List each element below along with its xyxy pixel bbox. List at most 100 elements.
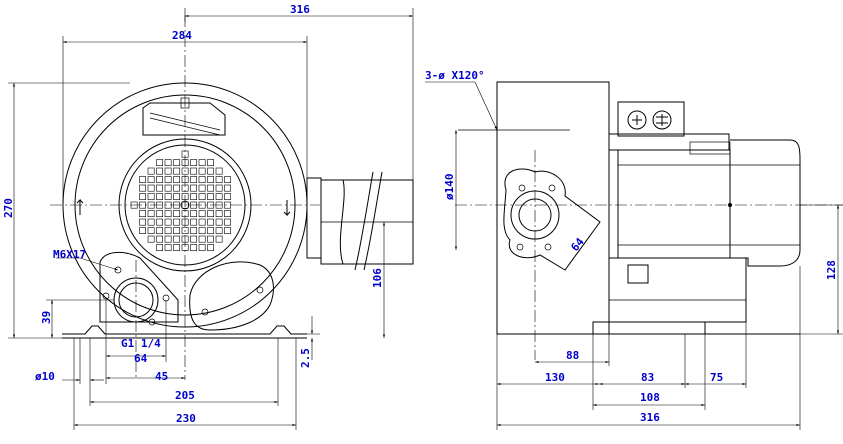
grille-slot bbox=[207, 167, 214, 175]
grille-slot bbox=[147, 184, 155, 192]
dim-108: 108 bbox=[640, 391, 660, 404]
dim-d10: ø10 bbox=[35, 370, 55, 383]
dim-64-side: 64 bbox=[568, 235, 587, 254]
grille-slot bbox=[215, 227, 223, 234]
grille-slot bbox=[198, 227, 206, 234]
grille-slot bbox=[139, 210, 146, 217]
grille-slot bbox=[224, 218, 231, 226]
right-cover bbox=[189, 261, 274, 331]
grille-slot bbox=[198, 176, 206, 183]
lower-housing bbox=[99, 252, 179, 323]
grille-slot bbox=[207, 193, 214, 200]
front-view bbox=[50, 15, 414, 380]
grille-slot bbox=[164, 244, 172, 251]
grille-slot bbox=[164, 235, 172, 243]
grille-slot bbox=[164, 167, 172, 175]
motor bbox=[608, 133, 801, 267]
grille-slot bbox=[139, 193, 146, 200]
dim-316-bottom: 316 bbox=[640, 411, 660, 424]
grille-slot bbox=[190, 159, 197, 166]
grille-slot bbox=[207, 227, 214, 234]
grille-slot bbox=[139, 227, 146, 234]
side-base bbox=[497, 257, 800, 335]
grille-slot bbox=[147, 235, 155, 243]
dim-45: 45 bbox=[155, 370, 168, 383]
grille-slot bbox=[139, 176, 146, 183]
dim-3-holes: 3-ø X120° bbox=[425, 69, 485, 82]
grille-slot bbox=[198, 218, 206, 226]
grille-slot bbox=[224, 227, 231, 234]
dim-m6x17: M6X17 bbox=[53, 248, 86, 261]
dim-d140: ø140 bbox=[443, 174, 456, 201]
grille-slot bbox=[173, 244, 180, 251]
grille-slot bbox=[156, 210, 163, 217]
grille-slot bbox=[207, 210, 214, 217]
grille-slot bbox=[215, 176, 223, 183]
grille-slot bbox=[190, 193, 197, 200]
grille-slot bbox=[173, 193, 180, 200]
grille-slot bbox=[215, 193, 223, 200]
dim-284: 284 bbox=[172, 29, 192, 42]
grille-slot bbox=[173, 176, 180, 183]
grille-slot bbox=[207, 176, 214, 183]
grille-slot bbox=[190, 184, 197, 192]
grille-slot bbox=[198, 210, 206, 217]
grille-slot bbox=[164, 193, 172, 200]
terminal-box-front bbox=[142, 102, 226, 136]
dim-205: 205 bbox=[175, 389, 195, 402]
grille-slot bbox=[164, 210, 172, 217]
grille-slot bbox=[147, 167, 155, 175]
grille-slot bbox=[147, 210, 155, 217]
grille-slot bbox=[173, 218, 180, 226]
grille-slot bbox=[156, 184, 163, 192]
side-view bbox=[455, 81, 843, 360]
cable-gland-1-icon bbox=[627, 110, 647, 130]
grille-slot bbox=[224, 210, 231, 217]
grille-slot bbox=[198, 193, 206, 200]
grille-slot bbox=[173, 159, 180, 166]
grille-slot bbox=[164, 218, 172, 226]
grille-slot bbox=[215, 235, 223, 243]
flange bbox=[503, 150, 601, 360]
base-foot bbox=[62, 325, 307, 335]
dim-106: 106 bbox=[371, 268, 384, 288]
cable-gland-2-icon bbox=[652, 110, 672, 130]
grille-slot bbox=[190, 218, 197, 226]
grille-slot bbox=[156, 159, 163, 166]
grille-slot bbox=[139, 184, 146, 192]
grille-slot bbox=[224, 184, 231, 192]
grille-slot bbox=[147, 218, 155, 226]
grille-slot bbox=[156, 244, 163, 251]
grille-slot bbox=[156, 218, 163, 226]
dim-130: 130 bbox=[545, 371, 565, 384]
grille-slot bbox=[198, 244, 206, 251]
dim-g1-1-4: G1 1/4 bbox=[121, 337, 161, 350]
right-arrow-icon bbox=[283, 200, 291, 217]
grille-slot bbox=[198, 167, 206, 175]
grille-slot bbox=[156, 227, 163, 234]
dim-64-front: 64 bbox=[134, 352, 148, 365]
grille-slot bbox=[139, 218, 146, 226]
grille-slot bbox=[156, 176, 163, 183]
grille-slot bbox=[207, 184, 214, 192]
grille-slot bbox=[173, 184, 180, 192]
grille-slot bbox=[207, 218, 214, 226]
dim-316-top: 316 bbox=[290, 3, 310, 16]
grille-slot bbox=[215, 167, 223, 175]
grille-slot bbox=[147, 176, 155, 183]
grille-slot bbox=[156, 235, 163, 243]
fan-grille bbox=[130, 150, 231, 251]
side-dimensions: 3-ø X120° ø140 64 88 130 83 75 108 316 bbox=[425, 69, 843, 430]
grille-slot bbox=[156, 167, 163, 175]
dim-88: 88 bbox=[566, 349, 579, 362]
housing-body bbox=[496, 81, 610, 335]
grille-slot bbox=[207, 244, 214, 251]
terminal-box-side bbox=[617, 101, 685, 137]
grille-slot bbox=[164, 184, 172, 192]
grille-slot bbox=[164, 176, 172, 183]
grille-slot bbox=[190, 167, 197, 175]
grille-slot bbox=[164, 227, 172, 234]
dim-230: 230 bbox=[176, 412, 196, 425]
grille-slot bbox=[173, 235, 180, 243]
grille-slot bbox=[173, 210, 180, 217]
